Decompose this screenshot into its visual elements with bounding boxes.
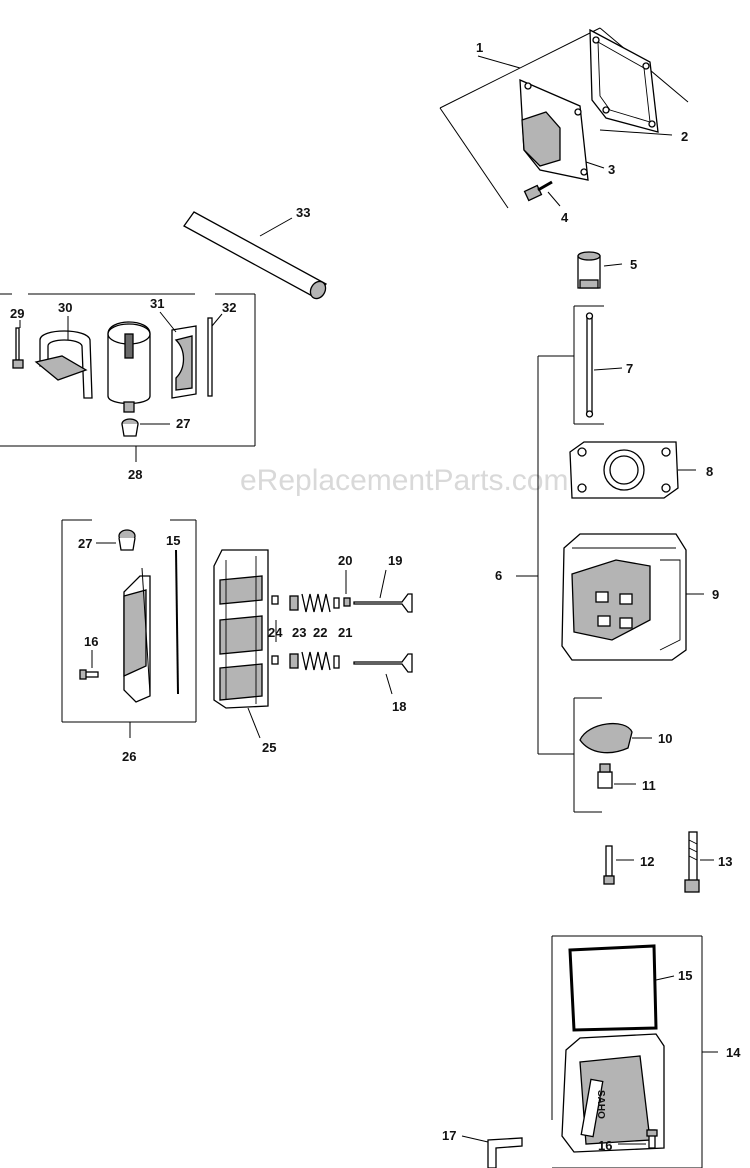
callout-7: 7 [626,361,633,376]
callout-31: 31 [150,296,164,311]
bracket-part [461,1135,523,1168]
cylinder-head [561,533,704,661]
callout-2: 2 [681,129,688,144]
callout-25: 25 [262,740,276,755]
callout-24: 24 [268,625,283,640]
tube-part [183,211,327,300]
callout-23: 23 [292,625,306,640]
callout-27-lower: 27 [176,416,190,431]
callout-12: 12 [640,854,654,869]
lifter-and-pushrod [573,251,623,425]
valve-cover-group: SAHO [551,935,718,1168]
valve-cover-plate-group [61,519,197,738]
callout-3: 3 [608,162,615,177]
callout-20: 20 [338,553,352,568]
breather-cover [519,78,589,181]
callout-15-cover-gasket: 15 [678,968,692,983]
callout-27-upper: 27 [78,536,92,551]
callout-21: 21 [338,625,352,640]
callout-9: 9 [712,587,719,602]
head-gasket [569,441,696,499]
callout-11: 11 [642,778,656,793]
callout-13: 13 [718,854,732,869]
cover-screw [523,180,553,202]
callout-33: 33 [296,205,310,220]
callout-32: 32 [222,300,236,315]
callout-15-wire: 15 [166,533,180,548]
callout-26: 26 [122,749,136,764]
callout-16-cover-screw: 16 [598,1138,612,1153]
callout-30: 30 [58,300,72,315]
breather-cover-group [439,27,689,209]
callout-labels: 1 2 3 4 5 6 7 8 9 10 11 12 13 14 15 15 1… [10,40,741,1153]
callout-14: 14 [726,1045,741,1060]
callout-5: 5 [630,257,637,272]
filter-housing-group [0,293,256,462]
head-assembly-bracket [516,355,574,755]
breather-gasket [589,28,659,133]
callout-18: 18 [392,699,406,714]
cylinder-head-side [213,549,413,739]
cover-embossing: SAHO [595,1090,606,1119]
watermark: eReplacementParts.com [240,464,568,497]
callout-17: 17 [442,1128,456,1143]
callout-29: 29 [10,306,24,321]
callout-22: 22 [313,625,327,640]
callout-6: 6 [495,568,502,583]
head-bolts [603,831,714,893]
callout-4: 4 [561,210,569,225]
callout-28: 28 [128,467,142,482]
rocker-and-pivot [573,697,652,813]
callout-16-plate-screw: 16 [84,634,98,649]
callout-10: 10 [658,731,672,746]
callout-1: 1 [476,40,483,55]
callout-8: 8 [706,464,713,479]
callout-19: 19 [388,553,402,568]
